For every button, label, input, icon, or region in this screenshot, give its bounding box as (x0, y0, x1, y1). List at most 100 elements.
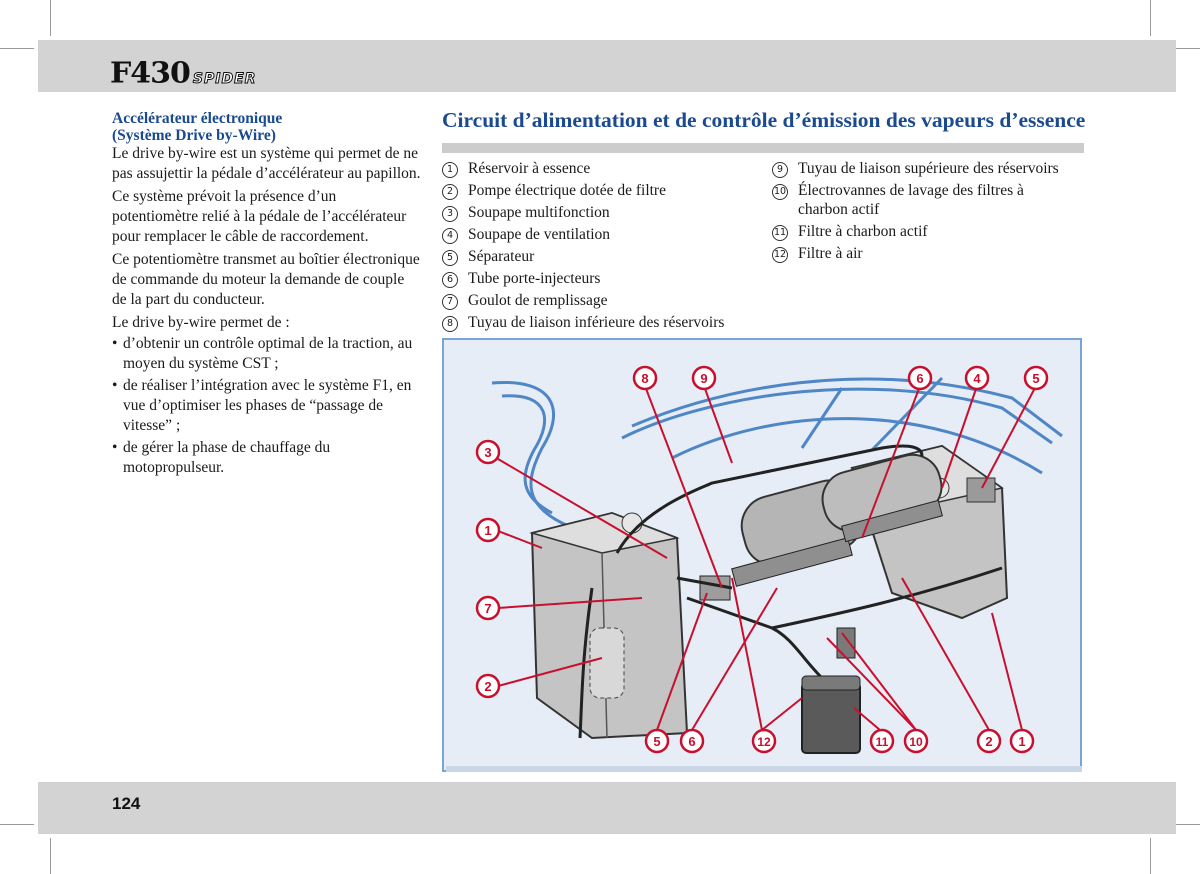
legend-item: 11 Filtre à charbon actif (772, 221, 1072, 243)
legend-text: Réservoir à essence (468, 160, 591, 177)
legend-item: 8 Tuyau de liaison inférieure des réservo… (442, 312, 762, 334)
crop-mark (50, 838, 51, 874)
crop-mark (0, 48, 34, 49)
legend-number: 11 (772, 225, 788, 241)
paragraph: Le drive by-wire permet de : (112, 314, 290, 331)
legend-text: Soupape de ventilation (468, 226, 611, 243)
charcoal-filter (801, 627, 861, 754)
legend-number: 4 (442, 228, 458, 244)
legend-item: 12 Filtre à air (772, 243, 1072, 265)
callout-1: 1 (1009, 728, 1035, 754)
bullet-text: d’obtenir un contrôle optimal de la trac… (123, 335, 413, 372)
callout-6: 6 (679, 728, 705, 754)
bullet-item: • d’obtenir un contrôle optimal de la tra… (112, 334, 422, 374)
logo-main-text: F430 (110, 56, 191, 91)
heading-line-2: (Système Drive by-Wire) (112, 127, 276, 144)
bullet-symbol: • (112, 335, 118, 352)
paragraph: Ce potentiomètre transmet au boîtier éle… (112, 251, 420, 308)
callout-3: 3 (475, 439, 501, 465)
callout-9: 9 (691, 365, 717, 391)
legend-number: 6 (442, 272, 458, 288)
crop-mark (50, 0, 51, 36)
legend-item: 4 Soupape de ventilation (442, 224, 762, 246)
svg-text:11: 11 (876, 735, 889, 749)
callout-5: 5 (1023, 365, 1049, 391)
callout-4: 4 (964, 365, 990, 391)
legend-text: Tuyau de liaison inférieure des réservoi… (468, 314, 725, 331)
svg-text:6: 6 (916, 371, 923, 386)
section-title: Circuit d’alimentation et de contrôle d’… (442, 109, 1092, 131)
legend-item: 9 Tuyau de liaison supérieure des réservo… (772, 158, 1072, 180)
legend-number: 12 (772, 247, 788, 263)
footer-band (38, 782, 1176, 834)
fuel-pipes (578, 444, 1003, 739)
bullet-symbol: • (112, 439, 118, 456)
legend-text: Filtre à air (798, 245, 863, 262)
crop-mark (1150, 0, 1151, 36)
legend-number: 7 (442, 294, 458, 310)
crop-mark (1150, 838, 1151, 874)
crop-mark (1166, 48, 1200, 49)
callout-6: 6 (907, 365, 933, 391)
crop-mark (0, 824, 34, 825)
legend-number: 1 (442, 162, 458, 178)
svg-text:2: 2 (985, 734, 992, 749)
svg-text:4: 4 (973, 371, 981, 386)
callout-1: 1 (475, 517, 501, 543)
section-heading: Accélérateur électronique (Système Drive… (112, 110, 422, 144)
legend-number: 3 (442, 206, 458, 222)
svg-text:5: 5 (653, 734, 660, 749)
title-underline-bar (442, 143, 1084, 153)
callout-2: 2 (976, 728, 1002, 754)
legend-item: 6 Tube porte-injecteurs (442, 268, 762, 290)
callout-7: 7 (475, 595, 501, 621)
callout-2: 2 (475, 673, 501, 699)
crop-mark (1166, 824, 1200, 825)
svg-text:9: 9 (700, 371, 707, 386)
left-column: Accélérateur électronique (Système Drive… (112, 110, 422, 480)
fuel-circuit-figure: 8 9 6 4 5 3 1 7 2 5 6 12 11 10 2 1 (442, 338, 1082, 772)
figure-shadow (446, 766, 1082, 772)
paragraph: Le drive by-wire est un système qui perm… (112, 145, 421, 182)
heading-line-1: Accélérateur électronique (112, 110, 283, 127)
svg-text:2: 2 (484, 679, 491, 694)
legend-item: 10 Électrovannes de lavage des filtres à … (772, 180, 1072, 221)
callout-8: 8 (632, 365, 658, 391)
callout-11: 11 (869, 728, 895, 754)
legend-left: 1 Réservoir à essence 2 Pompe électrique d… (442, 158, 762, 334)
legend-text: Tube porte-injecteurs (468, 270, 601, 287)
svg-text:1: 1 (1018, 734, 1025, 749)
legend-text: Électrovannes de lavage des filtres à ch… (798, 182, 1024, 218)
legend-text: Tuyau de liaison supérieure des réservoi… (798, 160, 1059, 177)
legend-number: 2 (442, 184, 458, 200)
svg-text:6: 6 (688, 734, 695, 749)
svg-text:3: 3 (484, 445, 491, 460)
bullet-item: • de gérer la phase de chauffage du motop… (112, 438, 422, 478)
callout-10: 10 (903, 728, 929, 754)
svg-text:7: 7 (484, 601, 491, 616)
legend-text: Filtre à charbon actif (798, 223, 928, 240)
page-number: 124 (112, 794, 141, 813)
legend-number: 10 (772, 184, 788, 200)
car-outline (491, 376, 1063, 550)
callout-5: 5 (644, 728, 670, 754)
svg-text:5: 5 (1032, 371, 1039, 386)
legend-number: 9 (772, 162, 788, 178)
legend-item: 3 Soupape multifonction (442, 202, 762, 224)
bullet-text: de gérer la phase de chauffage du motopr… (123, 439, 331, 476)
bullet-list: • d’obtenir un contrôle optimal de la tra… (112, 334, 422, 478)
legend-number: 5 (442, 250, 458, 266)
bullet-item: •de réaliser l’intégration avec le systè… (112, 376, 422, 436)
header-band (38, 40, 1176, 92)
logo-sub-text: SPIDER (192, 71, 257, 88)
paragraph: Ce système prévoit la présence d’un pote… (112, 188, 407, 245)
legend-text: Pompe électrique dotée de filtre (468, 182, 666, 199)
legend-item: 2 Pompe électrique dotée de filtre (442, 180, 762, 202)
bullet-text: de réaliser l’intégration avec le systèm… (123, 377, 412, 434)
legend-number: 8 (442, 316, 458, 332)
legend-right: 9 Tuyau de liaison supérieure des réservo… (772, 158, 1072, 265)
svg-text:12: 12 (757, 735, 771, 749)
legend-item: 1 Réservoir à essence (442, 158, 762, 180)
legend-text: Soupape multifonction (468, 204, 610, 221)
